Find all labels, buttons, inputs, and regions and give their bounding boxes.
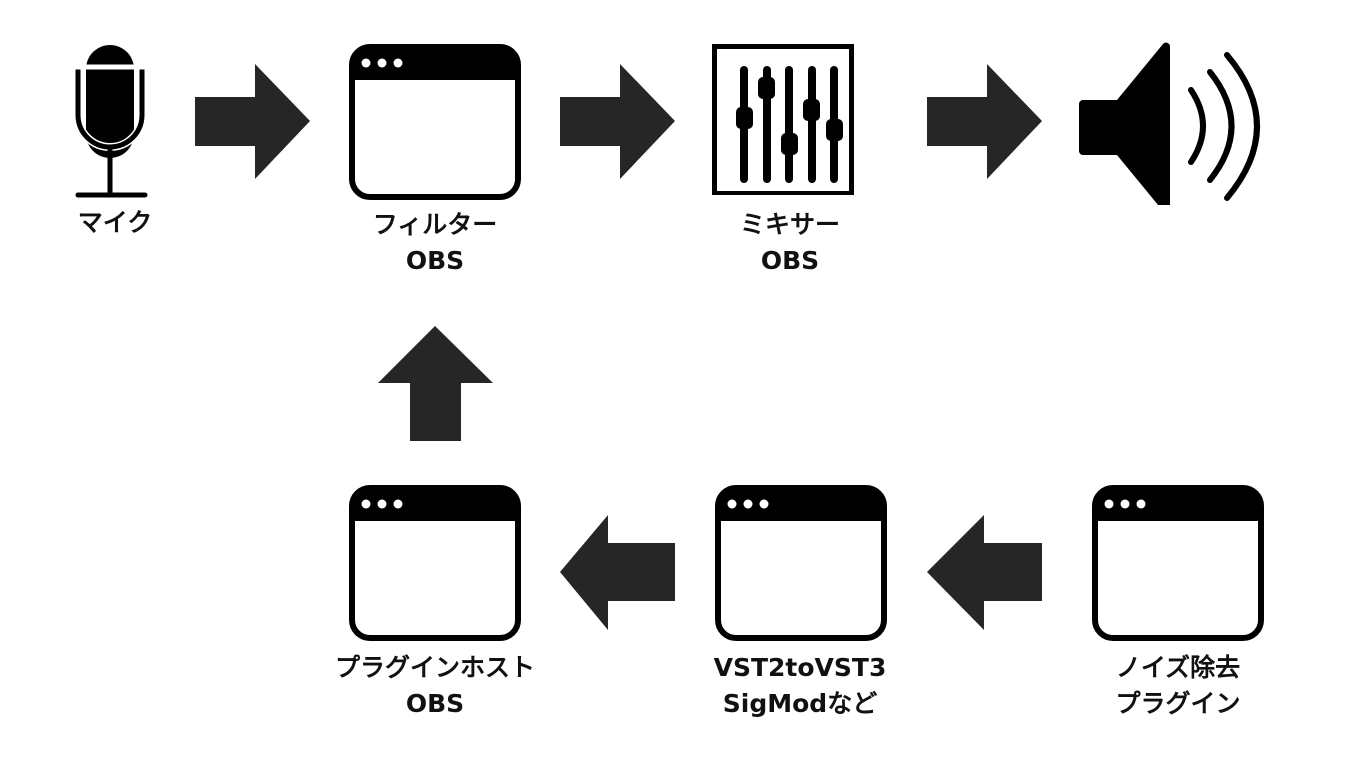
noise-plugin-label: ノイズ除去 プラグイン xyxy=(1078,650,1278,722)
noise-plugin-label-line-1: ノイズ除去 xyxy=(1115,653,1241,682)
app-window-icon xyxy=(1092,485,1264,641)
wrapper-label: VST2toVST3 SigModなど xyxy=(680,650,920,722)
microphone-icon xyxy=(75,45,148,198)
plugin-host-label: プラグインホスト OBS xyxy=(300,650,570,722)
plugin-host-label-line-2: OBS xyxy=(405,689,465,718)
mixer-faders-icon xyxy=(712,44,854,195)
arrow-right-filter-to-mixer xyxy=(560,64,675,179)
filter-label-line-2: OBS xyxy=(405,246,465,275)
app-window-icon xyxy=(349,485,521,641)
arrow-right-mic-to-filter xyxy=(195,64,310,179)
wrapper-label-line-2: SigModなど xyxy=(722,689,878,718)
plugin-host-label-line-1: プラグインホスト xyxy=(334,653,535,682)
mixer-label-line-2: OBS xyxy=(760,246,820,275)
arrow-left-plugin-to-wrapper xyxy=(927,515,1042,630)
mic-label-line-1: マイク xyxy=(77,208,153,237)
filter-label: フィルター OBS xyxy=(335,207,535,279)
mixer-label-line-1: ミキサー xyxy=(739,210,840,239)
app-window-icon xyxy=(715,485,887,641)
microphone-node xyxy=(75,45,155,205)
arrow-right-mixer-to-speaker xyxy=(927,64,1042,179)
arrow-left-wrapper-to-host xyxy=(560,515,675,630)
noise-plugin-label-line-2: プラグイン xyxy=(1115,689,1241,718)
mic-label: マイク xyxy=(55,205,175,241)
filter-label-line-1: フィルター xyxy=(372,210,498,239)
wrapper-label-line-1: VST2toVST3 xyxy=(713,653,887,682)
speaker-icon xyxy=(1079,42,1260,205)
arrow-up-host-to-filter xyxy=(378,326,493,441)
mixer-label: ミキサー OBS xyxy=(700,207,880,279)
app-window-icon xyxy=(349,44,521,200)
